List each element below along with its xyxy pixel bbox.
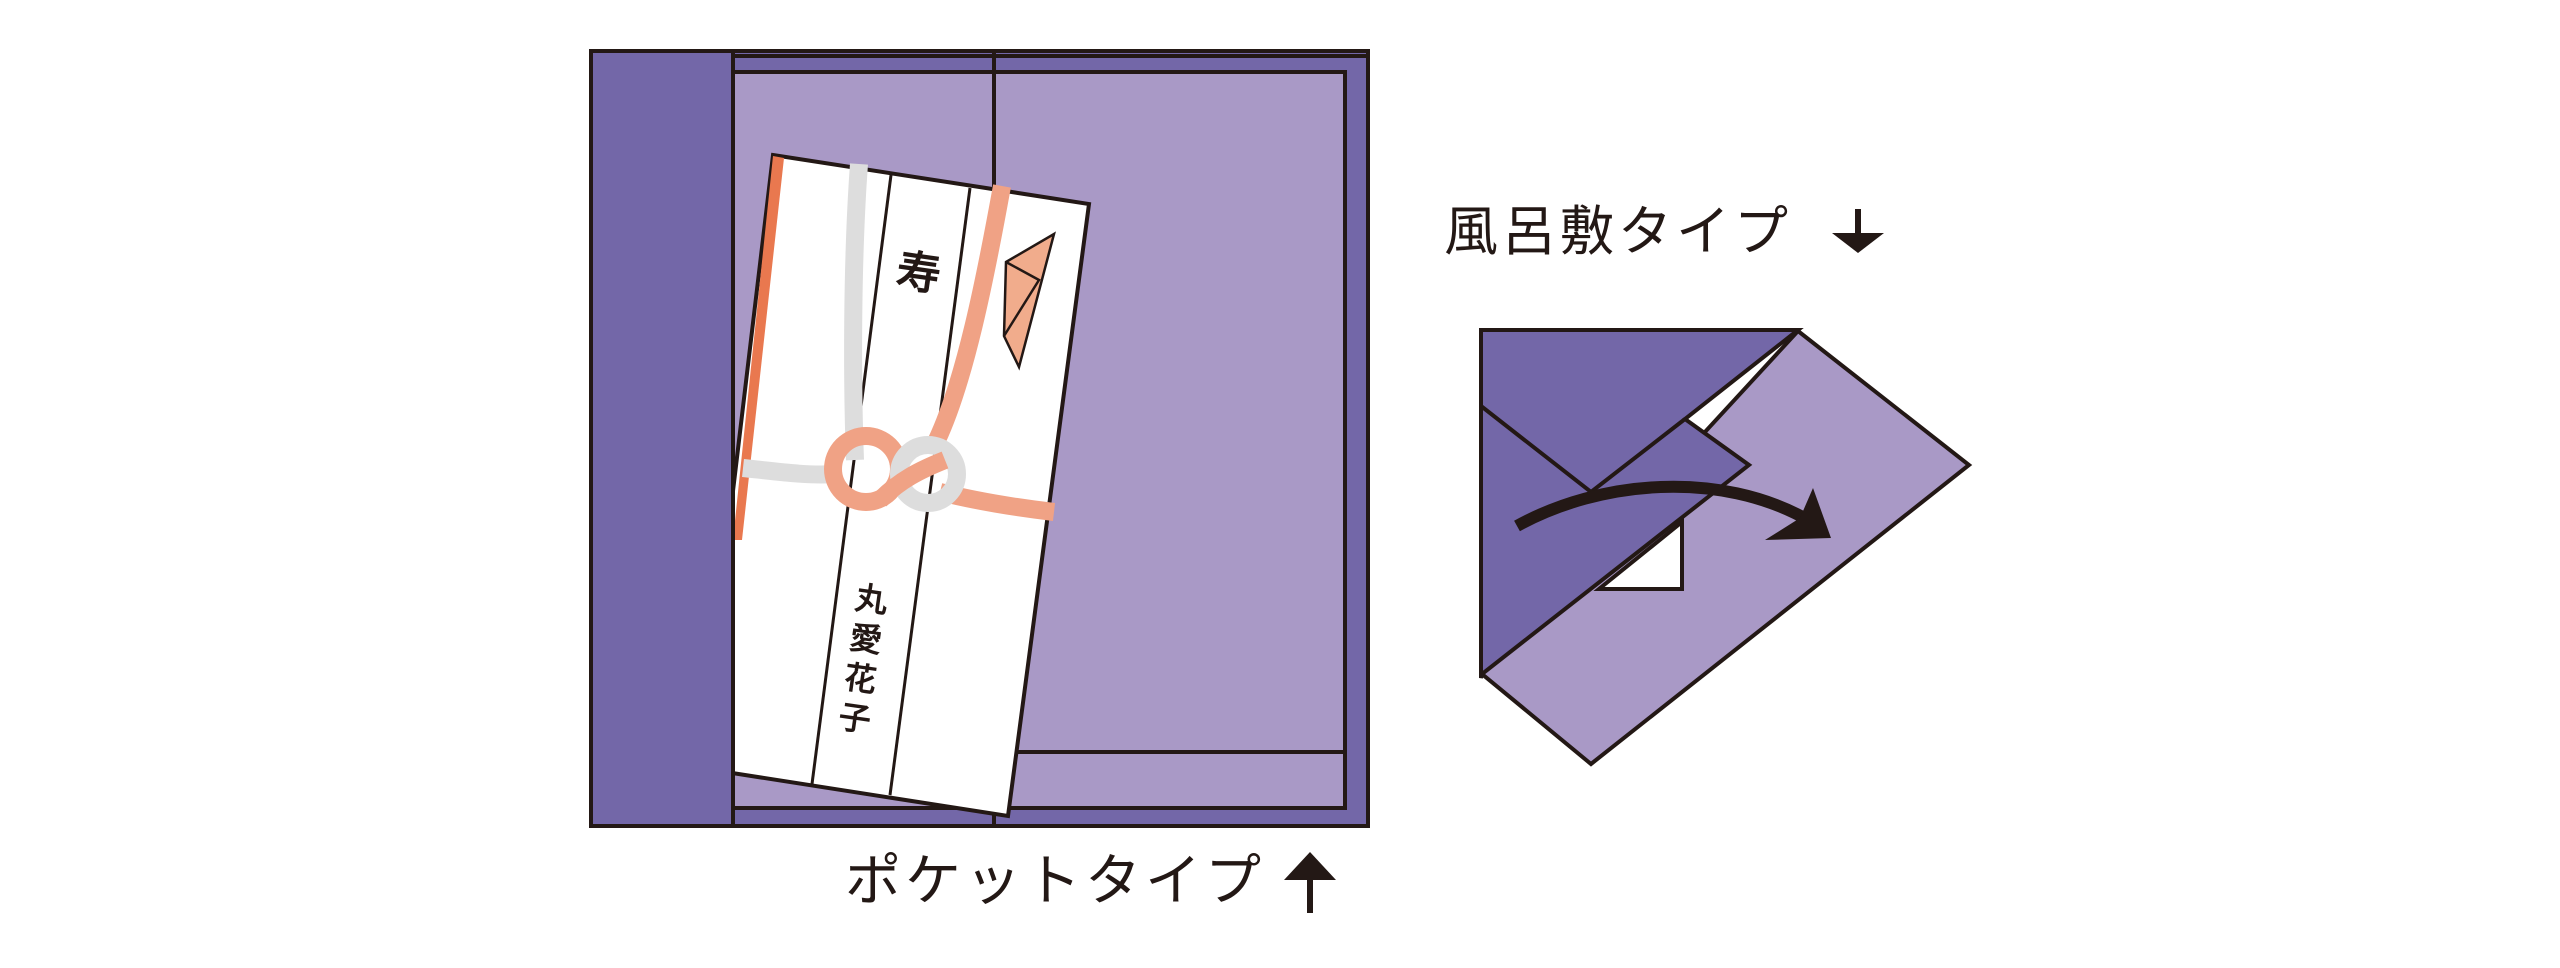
furoshiki-diagram: [1479, 328, 1973, 767]
furoshiki-type-label: 風呂敷タイプ: [1444, 200, 1792, 263]
mizuhiki-cord: [742, 163, 1056, 521]
curved-arrow-icon: [1514, 480, 1831, 540]
envelope-title: 寿: [893, 245, 944, 302]
furoshiki-window: [1593, 517, 1684, 591]
svg-text:愛: 愛: [847, 618, 884, 660]
svg-text:花: 花: [842, 658, 879, 700]
pocket-type-label: ポケットタイプ: [845, 849, 1265, 914]
svg-text:丸: 丸: [852, 578, 890, 620]
noshi-crane: [1002, 231, 1056, 371]
svg-text:子: 子: [836, 697, 873, 739]
envelope-orange-edge: [733, 156, 784, 540]
envelope: 寿 丸 愛 花 子: [697, 152, 1092, 819]
envelope-line: [810, 174, 893, 785]
arrow-down-icon: [1832, 209, 1884, 253]
envelope-name: 丸 愛 花 子: [836, 578, 890, 739]
envelope-line: [888, 187, 972, 796]
case-left-flap: [589, 49, 735, 828]
arrow-up-icon: [1284, 852, 1336, 913]
